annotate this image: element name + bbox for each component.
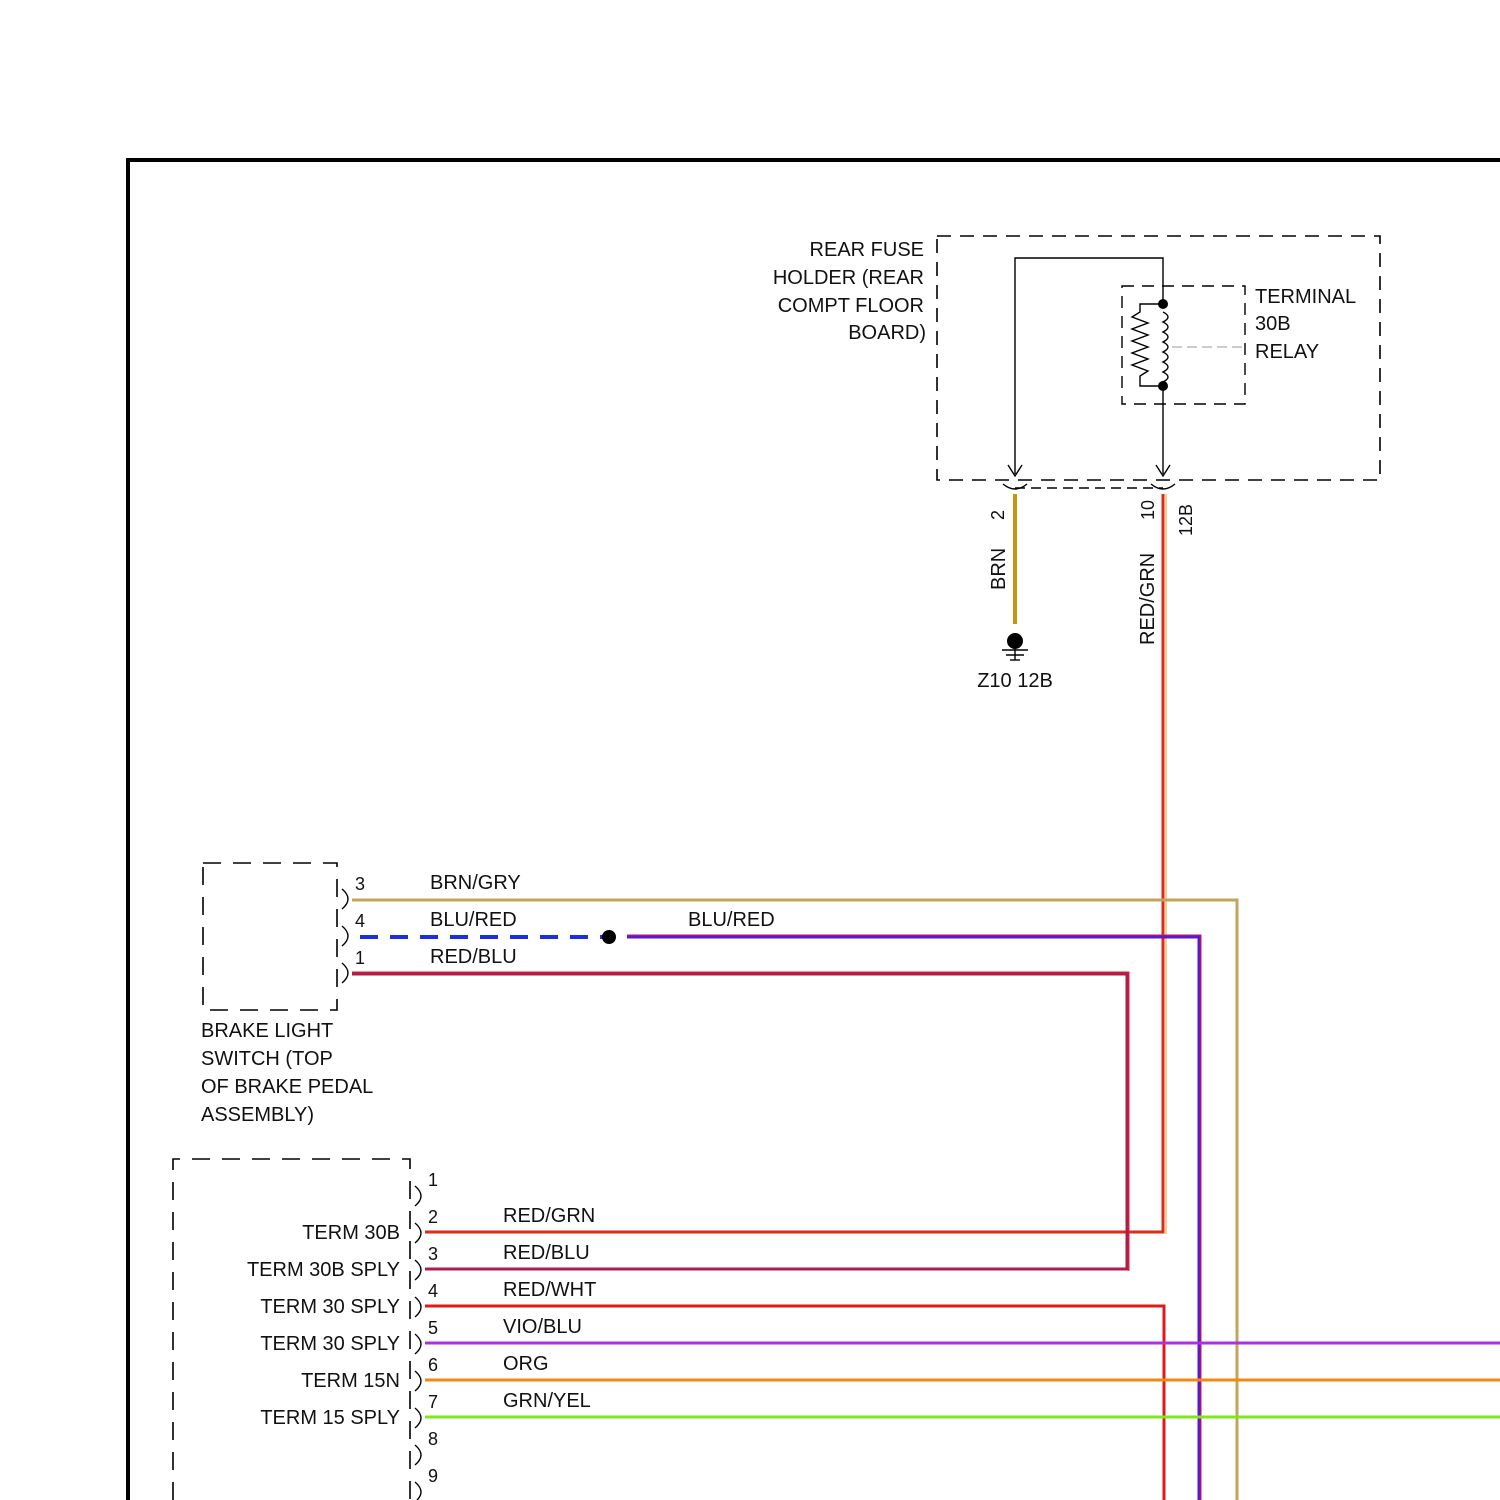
- fuse-holder-label-2: HOLDER (REAR: [773, 267, 924, 289]
- connector-12b-label: 12B: [1176, 504, 1196, 536]
- lower-pin-3: 3: [428, 1244, 438, 1264]
- fuse-holder-label-4: BOARD): [848, 322, 926, 344]
- pin-label-10: 10: [1138, 500, 1158, 520]
- fuse-holder-internal-circuit: [1008, 258, 1170, 476]
- ground-symbol: [1002, 633, 1028, 660]
- lower-pin-6: 6: [428, 1355, 438, 1375]
- switch-pin-1: 1: [355, 948, 365, 968]
- brake-switch-label-4: ASSEMBLY): [201, 1104, 314, 1126]
- wire-label-lower-red-blu: RED/BLU: [503, 1242, 590, 1264]
- wire-label-blu-red: BLU/RED: [430, 909, 517, 931]
- wire-label-org: ORG: [503, 1353, 549, 1375]
- brake-switch-label-1: BRAKE LIGHT: [201, 1020, 333, 1042]
- fuse-holder-label-3: COMPT FLOOR: [778, 295, 924, 317]
- ground-label: Z10 12B: [977, 670, 1053, 692]
- brake-switch-label-3: OF BRAKE PEDAL: [201, 1076, 373, 1098]
- wire-label-blu-red-right: BLU/RED: [688, 909, 775, 931]
- lower-pin-7: 7: [428, 1392, 438, 1412]
- wire-label-lower-red-grn: RED/GRN: [503, 1205, 595, 1227]
- brake-light-switch: 3 4 1 BRAKE LIGHT SWITCH (TOP OF BRAKE P…: [201, 863, 373, 1126]
- relay-node-top: [1158, 299, 1168, 309]
- wire-label-grn-yel: GRN/YEL: [503, 1390, 591, 1412]
- connector-12b: [1003, 484, 1175, 489]
- relay-label-3: RELAY: [1255, 341, 1319, 363]
- terminal-label-term-30-sply-a: TERM 30 SPLY: [260, 1296, 400, 1318]
- switch-pin-3: 3: [355, 874, 365, 894]
- relay-coil-symbol: [1132, 304, 1242, 386]
- wire-label-red-blu: RED/BLU: [430, 946, 517, 968]
- pin-label-2: 2: [988, 510, 1008, 520]
- wire-label-red-grn-vertical: RED/GRN: [1137, 553, 1159, 645]
- wire-red-grn-main: [425, 494, 1163, 1232]
- lower-pin-4: 4: [428, 1281, 438, 1301]
- terminal-label-term-15n: TERM 15N: [301, 1370, 400, 1392]
- brake-switch-label-2: SWITCH (TOP: [201, 1048, 333, 1070]
- relay-label-2: 30B: [1255, 313, 1291, 335]
- terminal-label-term-30-sply-b: TERM 30 SPLY: [260, 1333, 400, 1355]
- wire-red-blu: [352, 974, 1127, 1269]
- wire-label-brn-gry: BRN/GRY: [430, 872, 521, 894]
- lower-pin-2: 2: [428, 1207, 438, 1227]
- terminal-label-term-30b-sply: TERM 30B SPLY: [247, 1259, 400, 1281]
- switch-pin-4: 4: [355, 911, 365, 931]
- lower-pin-5: 5: [428, 1318, 438, 1338]
- terminal-label-term-15-sply: TERM 15 SPLY: [260, 1407, 400, 1429]
- wire-brn-gry: [352, 900, 1237, 1500]
- fuse-holder-label-1: REAR FUSE: [810, 239, 924, 261]
- relay-node-bottom: [1158, 381, 1168, 391]
- wire-label-red-wht: RED/WHT: [503, 1279, 596, 1301]
- wire-label-vio-blu: VIO/BLU: [503, 1316, 582, 1338]
- terminal-label-term-30b: TERM 30B: [302, 1222, 400, 1244]
- lower-pin-1: 1: [428, 1170, 438, 1190]
- splice-node: [602, 930, 616, 944]
- lower-connector: 1 2 3 4 5 6 7 8 9 TERM 30B TERM 30B SPLY…: [173, 1159, 438, 1500]
- terminal-30b-relay: TERMINAL 30B RELAY: [1122, 286, 1356, 404]
- lower-pin-9: 9: [428, 1466, 438, 1486]
- wire-label-brn: BRN: [988, 548, 1010, 590]
- lower-pin-8: 8: [428, 1429, 438, 1449]
- relay-label-1: TERMINAL: [1255, 286, 1356, 308]
